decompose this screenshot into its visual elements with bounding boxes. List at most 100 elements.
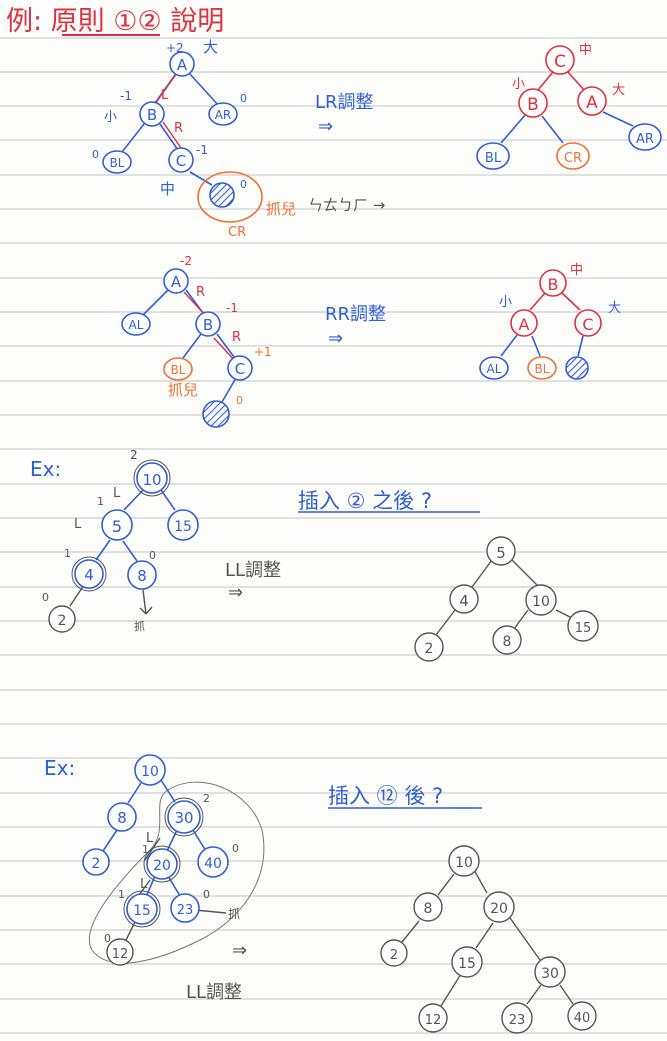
svg-text:0: 0 [236,394,243,407]
svg-text:0: 0 [240,178,247,191]
svg-text:抓兒: 抓兒 [266,200,296,218]
svg-text:0: 0 [149,549,156,562]
tree-node-23-ex2-after: 23 [501,1002,533,1034]
tree-node-B: B [139,101,165,127]
svg-text:-1: -1 [196,143,208,157]
svg-text:15: 15 [174,519,192,535]
svg-text:23: 23 [177,903,194,918]
tree-node-BL-rr-after: BL [527,356,557,380]
svg-text:12: 12 [425,1013,442,1028]
svg-text:12: 12 [112,947,129,962]
svg-text:L: L [146,831,154,846]
svg-text:抓: 抓 [228,907,240,921]
svg-text:⇒: ⇒ [228,582,243,603]
svg-text:B: B [147,106,157,124]
svg-text:插入 ② 之後 ?: 插入 ② 之後 ? [298,489,432,513]
svg-text:20: 20 [490,901,508,917]
svg-text:小: 小 [104,110,117,125]
svg-text:1: 1 [64,547,71,560]
svg-text:C: C [582,315,593,334]
svg-text:10: 10 [142,471,161,489]
svg-text:BL: BL [485,151,502,166]
tree-node-20-ex2-after: 20 [483,891,515,923]
svg-text:2: 2 [425,641,434,657]
svg-text:AR: AR [636,132,654,147]
tree-node-4-after: 4 [449,584,479,614]
svg-text:2: 2 [130,448,138,462]
svg-text:抓兒: 抓兒 [168,381,198,399]
tree-node-8-ex2-after: 8 [413,892,443,922]
svg-text:L: L [74,517,82,532]
svg-text:10: 10 [141,764,159,780]
section-ex-2: Ex: 10 8 30 [44,754,597,1034]
svg-text:15: 15 [458,956,476,972]
tree-node-8-ex2: 8 [107,802,137,832]
svg-text:0: 0 [92,148,99,161]
svg-text:C: C [176,152,186,170]
tree-node-2: 2 [48,605,76,633]
tree-node-CR-after: CR [556,142,590,170]
svg-text:中: 中 [160,180,175,198]
tree-node-A-after: A [577,86,607,116]
svg-text:0: 0 [104,932,111,945]
section-lr: A B AR BL C +2 大 -1 小 0 0 -1 中 0 L [92,38,662,240]
tree-node-A: A [169,51,195,77]
svg-text:LL調整: LL調整 [225,560,281,581]
svg-text:小: 小 [512,77,525,92]
svg-text:A: A [171,273,182,291]
svg-text:LR調整: LR調整 [315,92,374,113]
svg-text:15: 15 [575,621,592,636]
svg-text:BL: BL [171,363,186,377]
svg-text:R: R [174,121,183,136]
svg-text:AL: AL [487,362,502,376]
tree-node-B-rr-after: B [539,269,567,297]
svg-text:B: B [548,275,559,294]
svg-text:10: 10 [455,855,473,871]
tree-node-10-after: 10 [525,584,557,616]
tree-node-C-rr: C [227,355,253,381]
svg-text:40: 40 [574,1011,591,1026]
svg-text:小: 小 [499,295,512,310]
tree-node-C-rr-after: C [574,309,602,337]
tree-node-8-after: 8 [492,625,522,655]
svg-text:0: 0 [232,842,239,855]
svg-text:30: 30 [541,966,559,982]
svg-text:⇒: ⇒ [318,116,333,137]
tree-node-10-ex2: 10 [134,754,166,786]
svg-text:ㄣㄊㄅㄏ →: ㄣㄊㄅㄏ → [308,196,385,214]
tree-node-new-rr-after [565,356,589,380]
svg-text:插入 ⑫ 後 ?: 插入 ⑫ 後 ? [328,784,443,808]
tree-node-AR: AR [208,102,238,126]
svg-text:B: B [203,316,213,334]
svg-text:8: 8 [503,634,512,650]
tree-node-B-after: B [518,88,548,118]
tree-node-15-ex2-after: 15 [451,946,483,978]
tree-node-2-after: 2 [414,632,444,662]
svg-text:4: 4 [84,566,94,584]
ruled-lines [0,37,667,1034]
svg-text:L: L [113,486,121,501]
tree-node-5: 5 [101,509,133,541]
tree-node-BL-rr: BL [163,357,193,381]
tree-node-15: 15 [167,509,199,541]
section-rr: A AL B BL C -2 -1 +1 0 R R 抓兒 RR調整 ⇒ [121,254,621,428]
orange-highlight [197,171,263,223]
tree-node-4: 4 [71,556,107,592]
svg-text:C: C [554,52,566,72]
svg-text:A: A [519,315,530,334]
tree-node-AR-after: AR [628,123,662,151]
svg-text:0: 0 [42,591,49,604]
svg-text:R: R [196,285,205,300]
svg-text:1: 1 [142,843,149,856]
tree-node-10-ex2-after: 10 [448,845,480,877]
svg-text:L: L [161,88,169,103]
svg-text:A: A [177,56,188,74]
svg-text:C: C [235,360,245,378]
tree-node-5-after: 5 [486,536,516,566]
svg-text:-2: -2 [180,254,192,268]
svg-text:8: 8 [137,567,147,585]
svg-text:大: 大 [608,301,621,316]
svg-text:4: 4 [459,592,469,610]
page-title: 例: 原則 ①② 說明 [6,6,224,37]
